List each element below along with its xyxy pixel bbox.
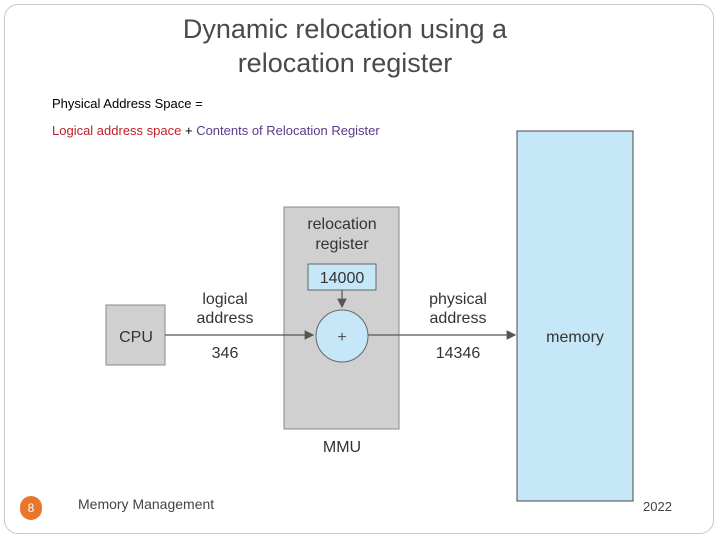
title-line-2: relocation register [237, 48, 453, 78]
logical-value: 346 [212, 345, 239, 362]
slide-title: Dynamic relocation using a relocation re… [120, 12, 570, 80]
relocation-label-2: register [315, 236, 369, 253]
logical-label-1: logical [202, 291, 247, 308]
footer-year: 2022 [643, 499, 672, 514]
memory-block [516, 130, 634, 502]
formula-line-1: Physical Address Space = [52, 96, 203, 111]
logical-label-2: address [197, 310, 254, 327]
adder-circle [315, 309, 369, 363]
slide-frame [4, 4, 714, 534]
footer-section-title: Memory Management [78, 496, 215, 512]
slide-number-badge: 8 [20, 496, 42, 520]
formula-plus: + [181, 123, 197, 138]
physical-value: 14346 [436, 345, 481, 362]
physical-label-1: physical [429, 291, 487, 308]
cpu-box [105, 304, 166, 366]
memory-label: memory [546, 329, 604, 346]
relocation-label-1: relocation [307, 216, 376, 233]
formula-logical: Logical address space [52, 123, 182, 138]
cpu-label: CPU [119, 329, 153, 346]
formula-contents: Contents of Relocation Register [196, 123, 380, 138]
title-line-1: Dynamic relocation using a [182, 14, 508, 44]
mmu-label: MMU [323, 439, 361, 456]
relocation-register [307, 263, 377, 291]
formula-line-2: Logical address space + Contents of Relo… [52, 123, 380, 138]
relocation-value: 14000 [320, 270, 365, 287]
physical-label-2: address [430, 310, 487, 327]
adder-symbol: + [337, 329, 346, 346]
